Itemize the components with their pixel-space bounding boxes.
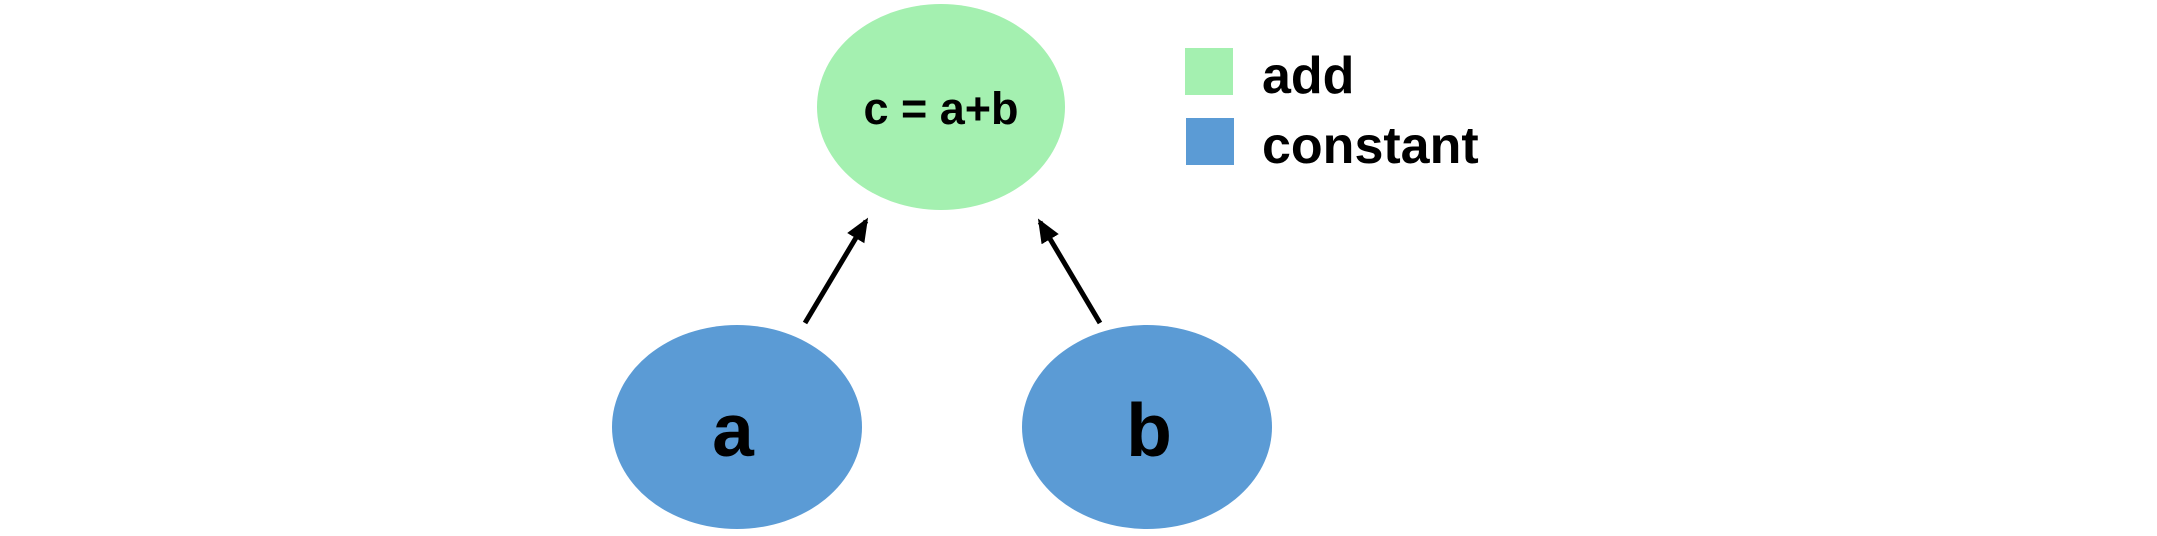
node-c-label: c = a+b: [863, 83, 1018, 134]
node-b-label: b: [1126, 388, 1172, 472]
node-b-constant-ellipse: [1022, 325, 1272, 529]
edge-b-to-c: [1037, 218, 1103, 325]
node-c-add-ellipse: [817, 4, 1065, 210]
legend-label-add: add: [1262, 47, 1354, 105]
node-a-label: a: [712, 388, 755, 472]
legend-swatch-constant: [1186, 118, 1234, 165]
legend: add constant: [1185, 47, 1479, 175]
node-a-constant-ellipse: [612, 325, 862, 529]
legend-label-constant: constant: [1262, 117, 1479, 175]
legend-swatch-add: [1185, 48, 1233, 95]
edge-a-to-c: [802, 217, 869, 325]
